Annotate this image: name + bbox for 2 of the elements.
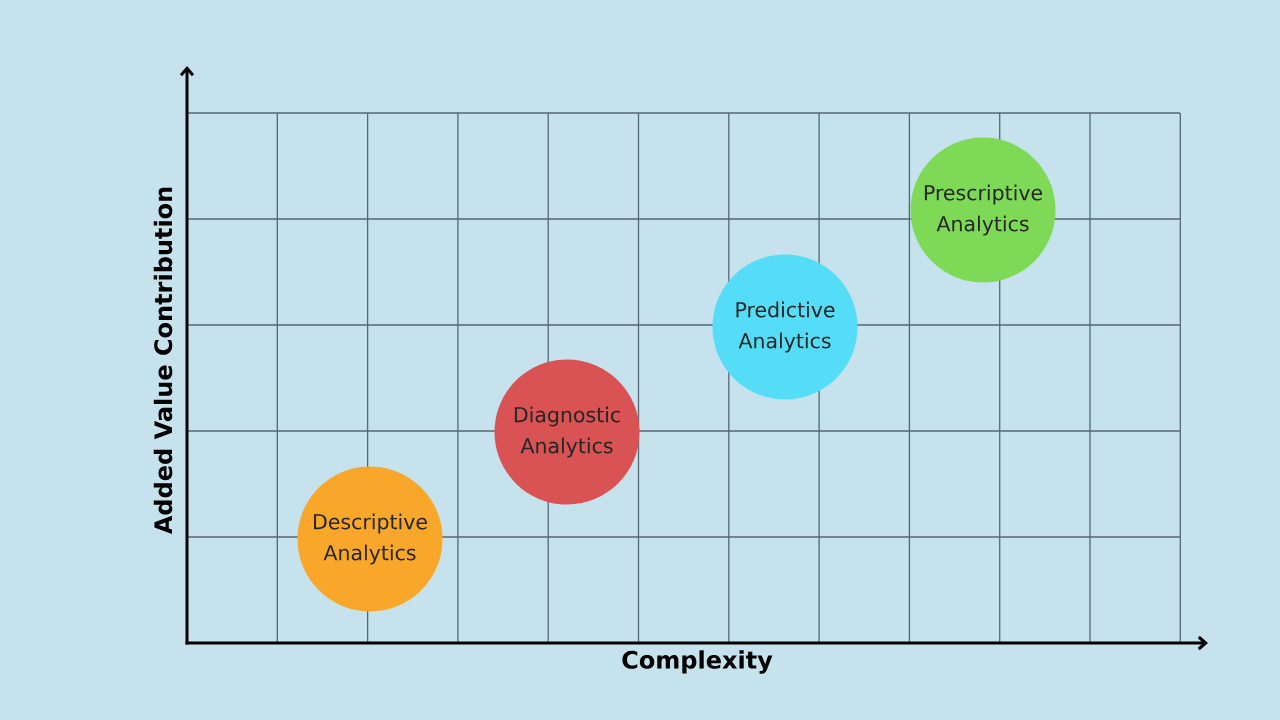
- axis-title: Complexity: [622, 650, 773, 674]
- axis-title: Added Value Contribution: [153, 187, 173, 535]
